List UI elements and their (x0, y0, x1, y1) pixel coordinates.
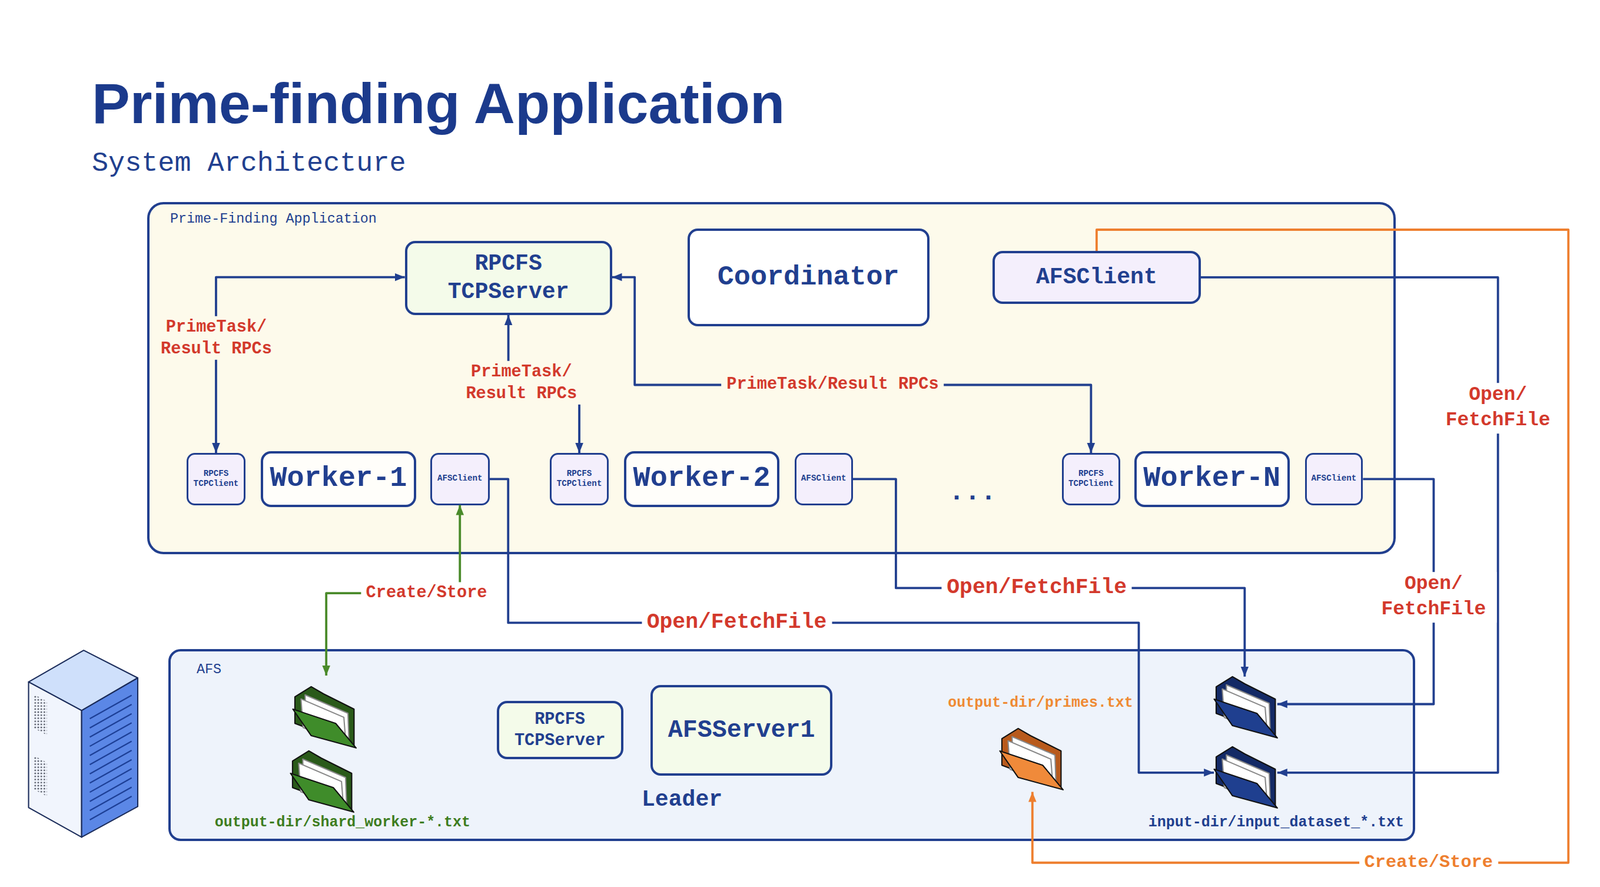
node-label: RPCFS TCPClient (553, 468, 604, 490)
folder-icon (1212, 668, 1282, 738)
folder-part (292, 708, 356, 748)
client-box: AFSClient (430, 452, 490, 505)
node-label: AFSClient (1311, 473, 1357, 484)
client-box: RPCFS TCPClient (186, 452, 247, 505)
server-side (81, 677, 138, 837)
client-box: RPCFS TCPClient (1061, 452, 1121, 505)
server-front (28, 681, 82, 837)
client-box: RPCFS TCPClient (549, 452, 610, 505)
server-illustration (28, 649, 138, 837)
node-label: AFSClient (801, 473, 847, 484)
node-label: RPCFS TCPClient (1066, 468, 1117, 490)
folder-icon (1212, 738, 1282, 808)
node-caption: output-dir/primes.txt (947, 693, 1133, 712)
edge-label: Open/ FetchFile (1370, 571, 1497, 623)
server-box: AFSServer1Leader (650, 684, 833, 776)
server-grille (33, 694, 48, 735)
coordinator-box: Coordinator (687, 228, 930, 327)
node-label: AFSClient (1036, 263, 1158, 292)
edge-label: Create/Store (1359, 850, 1499, 874)
subtitle: System Architecture (91, 150, 407, 178)
diagram-title: Prime-finding Application (91, 74, 785, 132)
server-slots (90, 694, 132, 819)
server-box: RPCFS TCPServer (496, 700, 624, 759)
node-caption: Leader (641, 785, 723, 814)
folder-icon (997, 719, 1068, 790)
worker-box: Worker-2 (623, 450, 779, 507)
folder-part (999, 750, 1063, 790)
worker-box: Worker-N (1134, 450, 1290, 507)
node-caption: Prime-Finding Application (170, 210, 377, 228)
edge-label: Open/FetchFile (641, 608, 832, 637)
node-label: Coordinator (717, 260, 900, 295)
node-label: AFSServer1 (668, 714, 816, 746)
node-label: RPCFS TCPServer (509, 708, 611, 751)
node-caption: input-dir/input_dataset_*.txt (1148, 812, 1404, 832)
folder-group: input-dir/input_dataset_*.txt (1142, 668, 1410, 834)
client-box: AFSClient (1305, 452, 1364, 505)
edge-label: Create/Store (360, 582, 493, 604)
node-caption: AFS (196, 661, 222, 679)
node-label: Worker-N (1143, 460, 1281, 497)
node-label: Worker-2 (633, 460, 771, 497)
edge-label: Open/ FetchFile (1440, 383, 1556, 434)
folder-part (1213, 768, 1277, 808)
client-box: AFSClient (992, 250, 1201, 304)
folder-part (1213, 698, 1277, 738)
folder-group: output-dir/shard_worker-*.txt (208, 675, 480, 833)
folder-group: output-dir/primes.txt (946, 691, 1137, 792)
afs-boundary: AFS output-dir/shard_worker-*.txt RPCFS TC… (168, 648, 1416, 841)
server-box: RPCFS TCPServer (405, 240, 613, 316)
folder-icon (290, 678, 361, 748)
node-label: RPCFS TCPClient (190, 468, 241, 490)
folder-icon (288, 742, 358, 812)
folder-part (290, 772, 354, 812)
worker-box: Worker-1 (260, 450, 416, 507)
server-top (28, 649, 138, 710)
client-box: AFSClient (794, 452, 853, 505)
node-label: Worker-1 (270, 460, 408, 497)
node-label: AFSClient (437, 473, 483, 484)
node-caption: output-dir/shard_worker-*.txt (214, 812, 471, 832)
server-grille (33, 755, 48, 796)
node-label: RPCFS TCPServer (440, 249, 576, 306)
edge-label: Open/FetchFile (941, 573, 1133, 602)
application-boundary: Prime-Finding ApplicationRPCFS TCPServer… (147, 201, 1397, 554)
